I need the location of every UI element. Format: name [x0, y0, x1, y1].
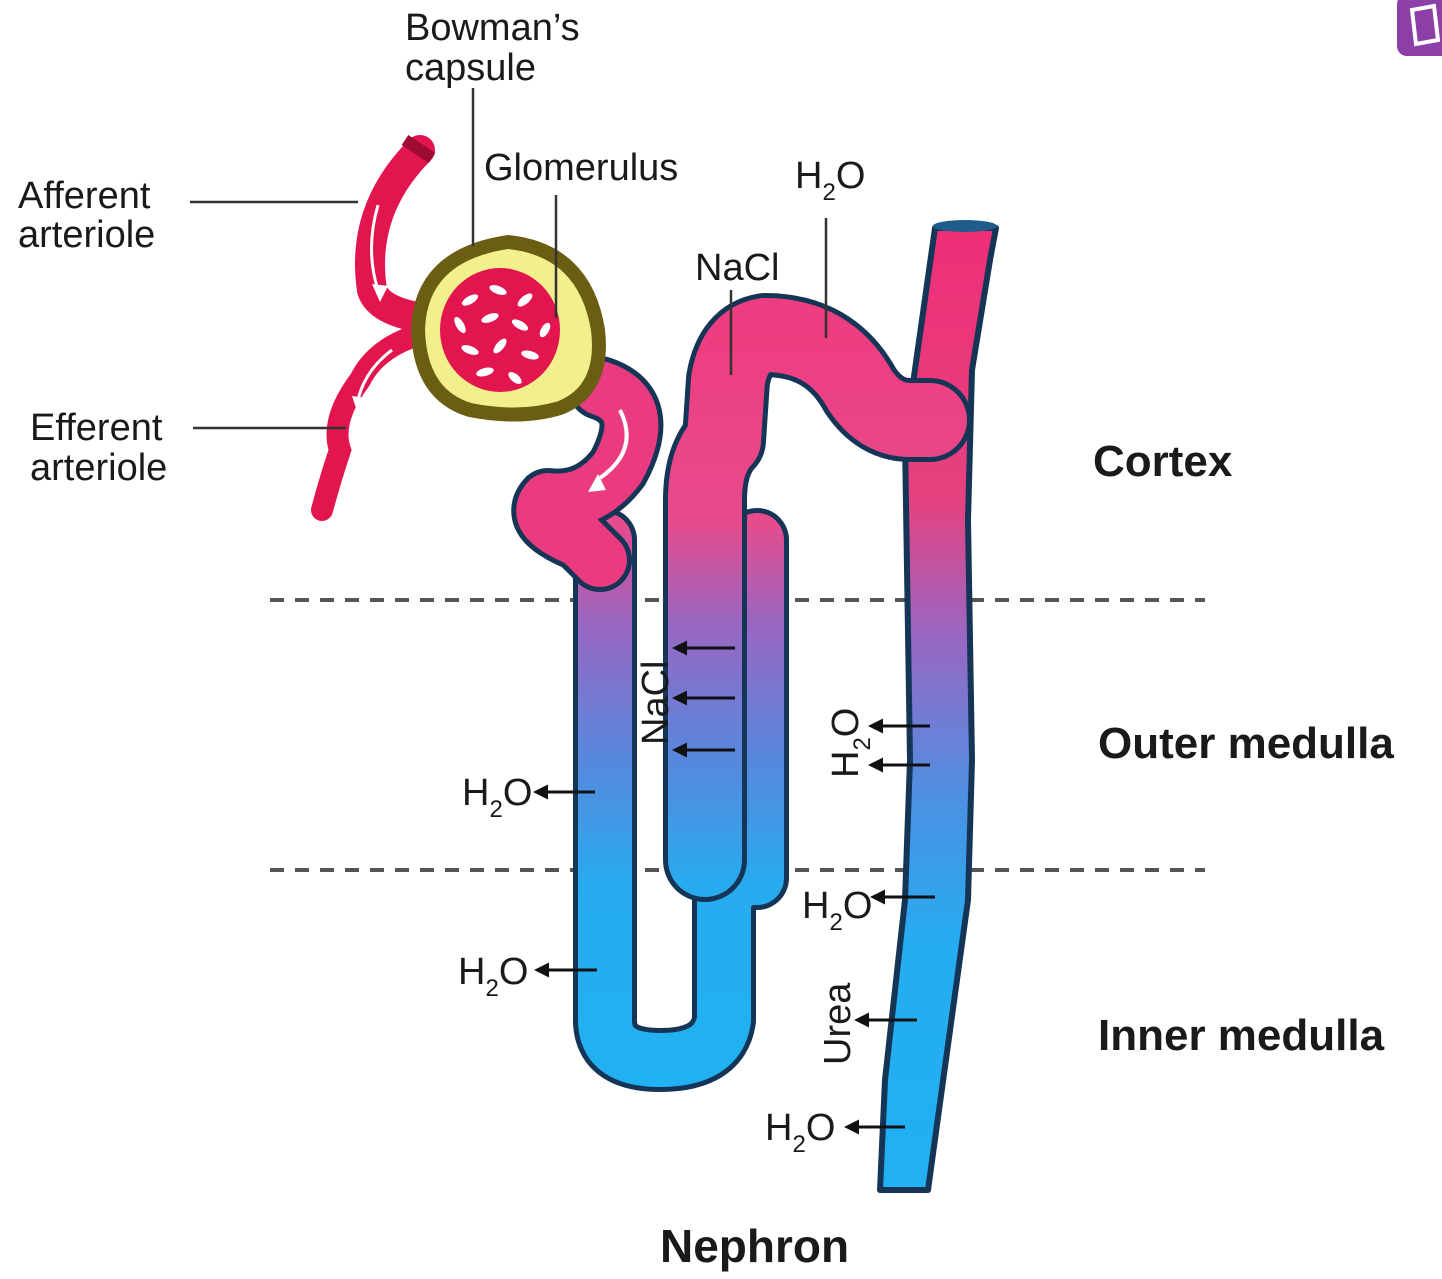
svg-text:H2O: H2O	[802, 885, 872, 936]
collecting-duct	[880, 220, 997, 1190]
svg-text:H2O: H2O	[825, 708, 876, 778]
bowmans-capsule-label-line1: Bowman’s	[405, 7, 580, 49]
h2o-duct-bottom-label: H2O	[765, 1107, 835, 1158]
svg-text:H2O: H2O	[795, 155, 865, 206]
h2o-duct-outer-label: H2O	[825, 708, 876, 778]
h2o-top-label: H2O	[795, 155, 865, 206]
h2o-duct-inner-label: H2O	[802, 885, 872, 936]
afferent-label-line2: arteriole	[18, 214, 155, 256]
svg-text:H2O: H2O	[462, 772, 532, 823]
nacl-top-label: NaCl	[695, 247, 779, 289]
glomerulus	[440, 268, 560, 392]
thick-ascending-limb	[705, 335, 930, 860]
bowmans-capsule-label-line2: capsule	[405, 47, 536, 89]
region-inner-medulla-label: Inner medulla	[1098, 1011, 1385, 1060]
glomerulus-label: Glomerulus	[484, 147, 678, 189]
svg-text:H2O: H2O	[765, 1107, 835, 1158]
diagram-title: Nephron	[660, 1220, 849, 1272]
h2o-inner-descending-label: H2O	[458, 951, 528, 1002]
app-badge-icon	[1397, 0, 1442, 56]
region-cortex-label: Cortex	[1093, 437, 1233, 486]
urea-label: Urea	[817, 982, 859, 1065]
region-outer-medulla-label: Outer medulla	[1098, 719, 1394, 768]
nacl-side-label: NaCl	[635, 661, 677, 745]
svg-text:H2O: H2O	[458, 951, 528, 1002]
afferent-label-line1: Afferent	[18, 175, 151, 217]
efferent-label-line2: arteriole	[30, 447, 167, 489]
efferent-label-line1: Efferent	[30, 407, 163, 449]
h2o-outer-descending-label: H2O	[462, 772, 532, 823]
